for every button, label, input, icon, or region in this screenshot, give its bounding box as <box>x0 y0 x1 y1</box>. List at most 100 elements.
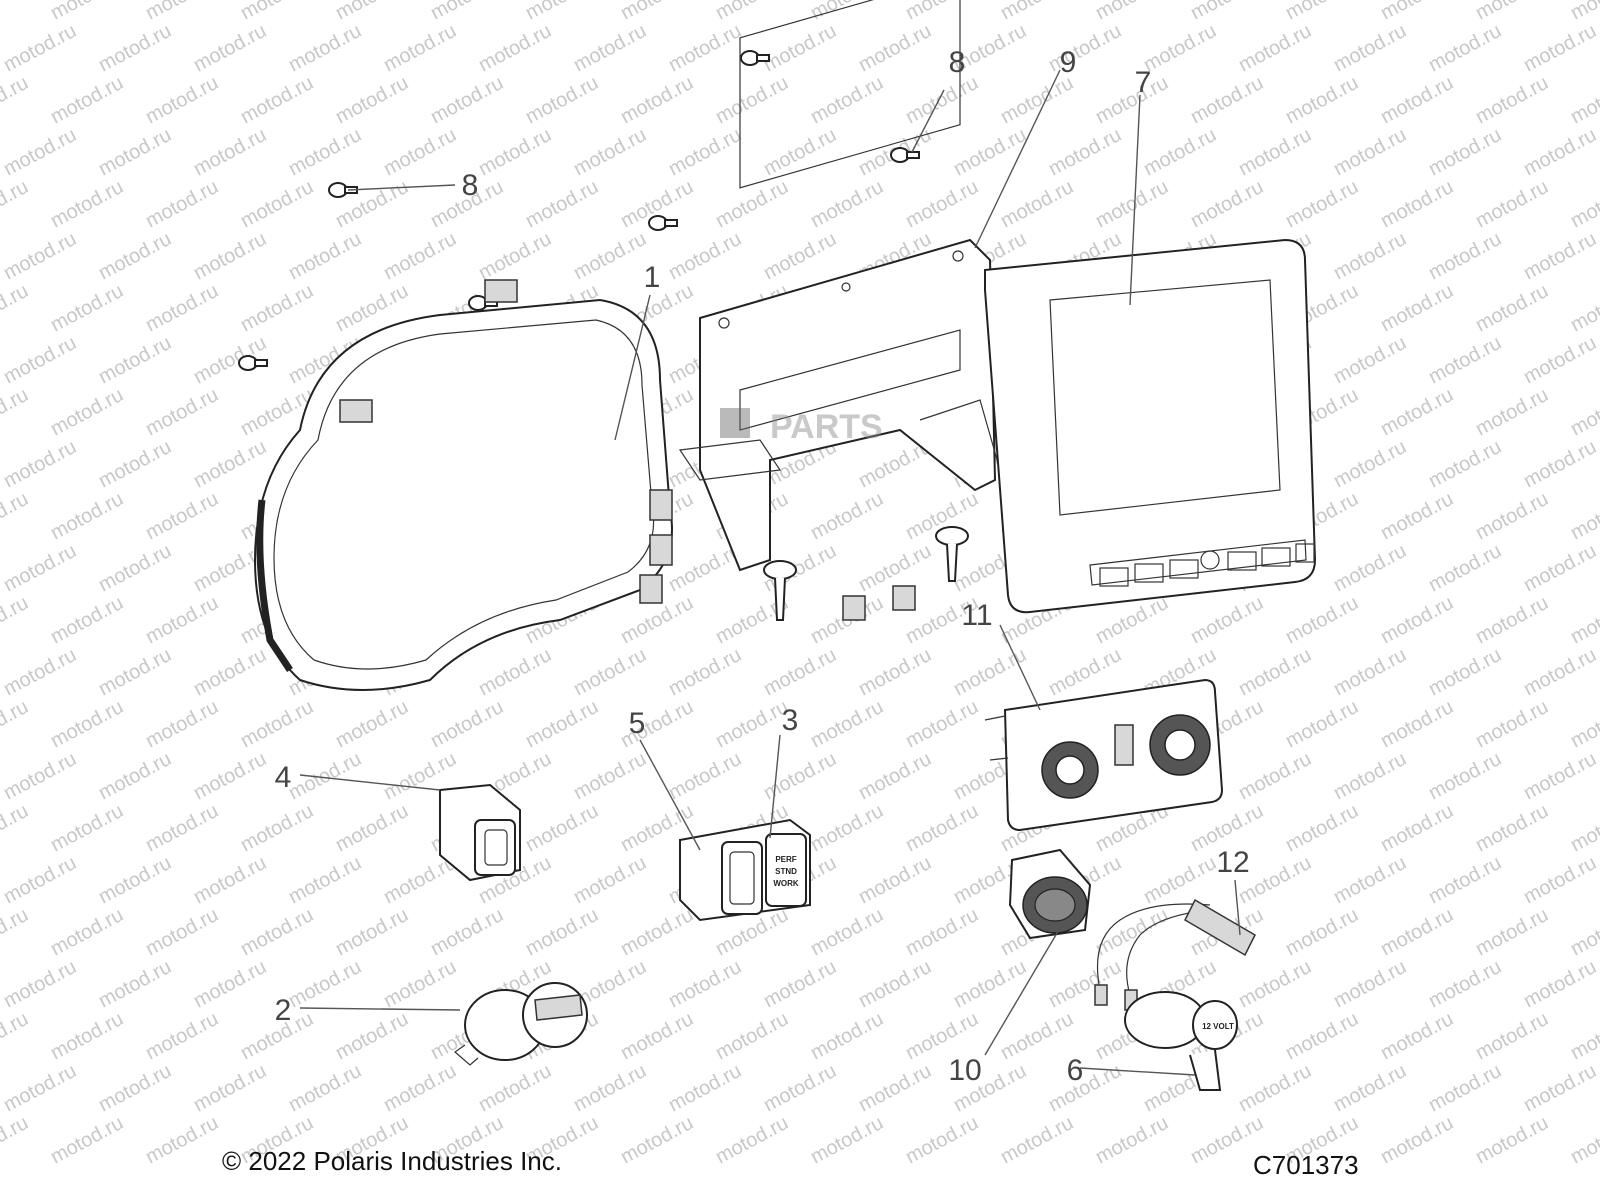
watermark-text: motod.ru <box>997 0 1077 24</box>
watermark-text: motod.ru <box>1520 124 1600 180</box>
watermark-text: motod.ru <box>285 748 365 804</box>
watermark-text: motod.ru <box>427 904 507 960</box>
watermark-text: motod.ru <box>95 228 175 284</box>
watermark-text: motod.ru <box>570 644 650 700</box>
instrument-cluster-bezel <box>253 279 673 691</box>
watermark-text: motod.ru <box>1472 0 1552 24</box>
watermark-text: motod.ru <box>285 852 365 908</box>
watermark-text: motod.ru <box>1282 72 1362 128</box>
watermark-text: motod.ru <box>1282 800 1362 856</box>
watermark-text: motod.ru <box>665 20 745 76</box>
watermark-text: motod.ru <box>1092 176 1172 232</box>
watermark-text: motod.ru <box>522 904 602 960</box>
watermark-text: motod.ru <box>1425 956 1505 1012</box>
watermark-text: motod.ru <box>0 0 32 24</box>
watermark-text: motod.ru <box>380 124 460 180</box>
watermark-text: motod.ru <box>142 1008 222 1064</box>
watermark-text: motod.ru <box>47 592 127 648</box>
watermark-text: motod.ru <box>95 124 175 180</box>
watermark-text: motod.ru <box>1520 436 1600 492</box>
watermark-text: motod.ru <box>0 696 32 752</box>
watermark-text: motod.ru <box>1567 1008 1600 1064</box>
callout-2: 2 <box>275 994 292 1027</box>
watermark-text: motod.ru <box>427 72 507 128</box>
watermark-text: motod.ru <box>1092 72 1172 128</box>
watermark-text: motod.ru <box>665 748 745 804</box>
watermark-text: motod.ru <box>902 72 982 128</box>
watermark-text: motod.ru <box>807 488 887 544</box>
climate-control-panel <box>984 678 1224 832</box>
watermark-text: motod.ru <box>522 0 602 24</box>
watermark-text: motod.ru <box>1045 644 1125 700</box>
watermark-text: motod.ru <box>142 1112 222 1168</box>
watermark-text: motod.ru <box>1520 20 1600 76</box>
watermark-text: motod.ru <box>1520 852 1600 908</box>
watermark-text: motod.ru <box>1377 0 1457 24</box>
callout-4: 4 <box>275 761 292 794</box>
switch-text-line1: PERF <box>775 855 796 864</box>
mounting-screws <box>763 526 969 621</box>
watermark-text: motod.ru <box>1472 280 1552 336</box>
watermark-text: motod.ru <box>1425 748 1505 804</box>
watermark-text: motod.ru <box>950 956 1030 1012</box>
watermark-text: motod.ru <box>142 592 222 648</box>
watermark-text: motod.ru <box>47 1112 127 1168</box>
watermark-text: motod.ru <box>1425 852 1505 908</box>
watermark-text: motod.ru <box>1045 956 1125 1012</box>
watermark-text: motod.ru <box>380 1060 460 1116</box>
watermark-text: motod.ru <box>902 1112 982 1168</box>
watermark-text: motod.ru <box>285 956 365 1012</box>
watermark-text: motod.ru <box>1140 852 1220 908</box>
watermark-text: motod.ru <box>807 800 887 856</box>
watermark-text: motod.ru <box>475 20 555 76</box>
watermark-text: motod.ru <box>760 956 840 1012</box>
watermark-text: motod.ru <box>1330 852 1410 908</box>
display-screen-unit <box>984 238 1317 614</box>
watermark-text: motod.ru <box>285 228 365 284</box>
watermark-text: motod.ru <box>997 72 1077 128</box>
watermark-text: motod.ru <box>427 696 507 752</box>
watermark-text: motod.ru <box>380 20 460 76</box>
watermark-text: motod.ru <box>1330 1060 1410 1116</box>
watermark-text: motod.ru <box>142 488 222 544</box>
watermark-text: motod.ru <box>0 176 32 232</box>
watermark-text: motod.ru <box>760 124 840 180</box>
watermark-text: motod.ru <box>1567 384 1600 440</box>
watermark-text: motod.ru <box>1520 1060 1600 1116</box>
watermark-text: motod.ru <box>1330 20 1410 76</box>
watermark-text: motod.ru <box>380 956 460 1012</box>
watermark-text: motod.ru <box>0 592 32 648</box>
watermark-text: motod.ru <box>285 1060 365 1116</box>
watermark-text: motod.ru <box>1377 1112 1457 1168</box>
watermark-text: motod.ru <box>1282 0 1362 24</box>
watermark-text: motod.ru <box>807 696 887 752</box>
watermark-text: motod.ru <box>285 124 365 180</box>
watermark-text: motod.ru <box>1567 488 1600 544</box>
watermark-text: motod.ru <box>0 800 32 856</box>
watermark-text: motod.ru <box>1472 1112 1552 1168</box>
watermark-text: motod.ru <box>190 852 270 908</box>
watermark-text: motod.ru <box>95 852 175 908</box>
watermark-text: motod.ru <box>1567 280 1600 336</box>
watermark-text: motod.ru <box>760 1060 840 1116</box>
watermark-text: motod.ru <box>522 72 602 128</box>
watermark-text: motod.ru <box>190 748 270 804</box>
watermark-text: motod.ru <box>855 852 935 908</box>
watermark-text: motod.ru <box>997 1008 1077 1064</box>
watermark-text: motod.ru <box>1377 280 1457 336</box>
watermark-text: motod.ru <box>1282 904 1362 960</box>
watermark-text: motod.ru <box>712 1112 792 1168</box>
watermark-text: motod.ru <box>95 332 175 388</box>
watermark-text: motod.ru <box>1520 228 1600 284</box>
watermark-text: motod.ru <box>617 1112 697 1168</box>
watermark-text: motod.ru <box>1377 176 1457 232</box>
watermark-text: motod.ru <box>570 1060 650 1116</box>
twelve-volt-plug: 12 VOLT <box>1124 991 1238 1091</box>
watermark-text: motod.ru <box>902 904 982 960</box>
watermark-text: motod.ru <box>665 228 745 284</box>
watermark-text: motod.ru <box>997 176 1077 232</box>
watermark-text: motod.ru <box>0 488 32 544</box>
watermark-text: motod.ru <box>142 800 222 856</box>
watermark-text: motod.ru <box>47 176 127 232</box>
watermark-text: motod.ru <box>1377 592 1457 648</box>
